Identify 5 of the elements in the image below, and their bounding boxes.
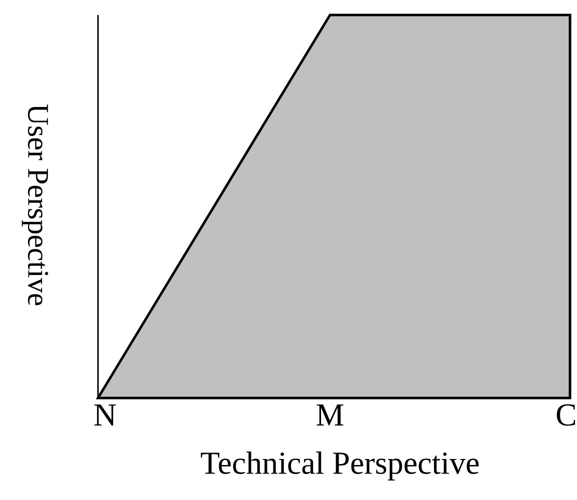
axis-title: Technical Perspective <box>200 452 479 480</box>
axis-tick-label: C <box>556 404 576 426</box>
axis-title: User Perspective <box>22 104 48 306</box>
axis-tick-label: M <box>316 404 344 426</box>
axis-tick-label: N <box>94 404 116 426</box>
